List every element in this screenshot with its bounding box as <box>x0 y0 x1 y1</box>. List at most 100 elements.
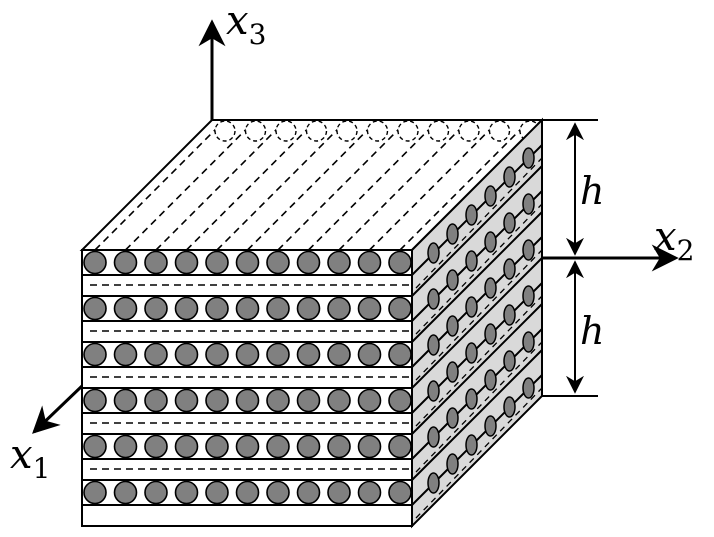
fiber <box>296 434 321 459</box>
side-fiber <box>503 258 516 280</box>
top-fiber-end <box>488 120 511 142</box>
fiber <box>174 250 199 275</box>
side-layer-boundary <box>411 303 543 435</box>
top-fiber-line <box>277 119 409 251</box>
top-fiber-end <box>275 120 297 142</box>
side-fiber <box>427 242 440 264</box>
top-fiber-line <box>399 119 531 251</box>
fiber <box>144 296 168 321</box>
fiber <box>83 480 107 505</box>
fiber <box>235 388 260 413</box>
fiber <box>205 296 229 321</box>
side-fiber <box>484 277 497 299</box>
side-fiber <box>465 296 478 318</box>
fiber <box>357 480 382 505</box>
top-fiber-line <box>155 119 287 251</box>
side-fiber <box>522 147 535 169</box>
x3-label: x3 <box>226 0 266 51</box>
side-hidden-line <box>415 341 543 473</box>
fiber <box>388 388 412 413</box>
side-hidden-line <box>415 203 543 335</box>
fiber <box>113 388 138 413</box>
fiber <box>144 342 168 367</box>
h-top-label: h <box>580 169 604 213</box>
fiber <box>357 296 382 321</box>
fiber <box>144 388 168 413</box>
fiber <box>388 480 412 505</box>
fiber <box>266 296 290 321</box>
fiber <box>235 296 260 321</box>
fiber <box>357 250 382 275</box>
fiber <box>327 296 351 321</box>
side-fiber <box>427 334 440 356</box>
fiber <box>266 250 290 275</box>
fiber <box>266 480 290 505</box>
top-fiber-line <box>338 119 470 251</box>
top-fiber-end <box>427 120 450 142</box>
fiber <box>388 434 412 459</box>
fiber <box>327 250 351 275</box>
x1-axis-arrow <box>32 384 84 434</box>
fiber <box>357 388 382 413</box>
fiber <box>174 296 199 321</box>
fiber <box>113 250 138 275</box>
fiber <box>357 342 382 367</box>
side-hidden-line <box>415 157 543 289</box>
fiber <box>83 342 107 367</box>
axes <box>32 19 679 434</box>
top-fiber-end <box>244 120 267 142</box>
fiber <box>205 250 229 275</box>
fiber <box>357 434 382 459</box>
side-fiber <box>465 342 478 364</box>
x1-label: x1 <box>10 432 50 485</box>
side-fiber <box>446 269 459 291</box>
fiber <box>388 342 412 367</box>
side-fiber <box>484 323 497 345</box>
fiber <box>296 480 321 505</box>
fiber <box>205 388 229 413</box>
side-layer-boundary <box>411 349 543 481</box>
top-fiber-end <box>458 120 480 142</box>
top-fiber-end <box>336 120 358 142</box>
side-face-fibers <box>427 147 535 494</box>
fiber <box>235 342 260 367</box>
top-fiber-line <box>216 119 348 251</box>
side-fiber <box>446 407 459 429</box>
top-fiber-end <box>366 120 389 142</box>
side-fiber <box>522 331 535 353</box>
side-fiber <box>503 396 516 418</box>
top-fiber-line <box>185 119 318 251</box>
side-fiber <box>446 315 459 337</box>
fiber <box>205 342 229 367</box>
top-fiber-line <box>368 119 501 251</box>
side-fiber <box>465 250 478 272</box>
side-fiber <box>484 369 497 391</box>
fiber <box>113 296 138 321</box>
side-face-fiber-lines <box>415 157 543 519</box>
side-fiber <box>503 304 516 326</box>
side-hidden-line <box>415 249 543 381</box>
side-fiber <box>503 350 516 372</box>
fiber <box>174 434 199 459</box>
fiber <box>113 434 138 459</box>
side-fiber <box>503 166 516 188</box>
top-fiber-end <box>305 120 328 142</box>
side-fiber <box>465 434 478 456</box>
side-fiber <box>465 204 478 226</box>
side-fiber <box>427 288 440 310</box>
fiber <box>174 342 199 367</box>
side-fiber <box>446 453 459 475</box>
h-bottom-label: h <box>580 309 604 353</box>
side-fiber <box>465 388 478 410</box>
fiber <box>296 296 321 321</box>
top-fiber-end <box>397 120 419 142</box>
side-fiber <box>427 380 440 402</box>
top-fiber-line <box>246 119 379 251</box>
fiber <box>266 434 290 459</box>
fiber <box>205 480 229 505</box>
side-fiber <box>427 472 440 494</box>
fiber <box>235 434 260 459</box>
fiber <box>235 250 260 275</box>
top-face-fiber-lines <box>94 119 531 251</box>
